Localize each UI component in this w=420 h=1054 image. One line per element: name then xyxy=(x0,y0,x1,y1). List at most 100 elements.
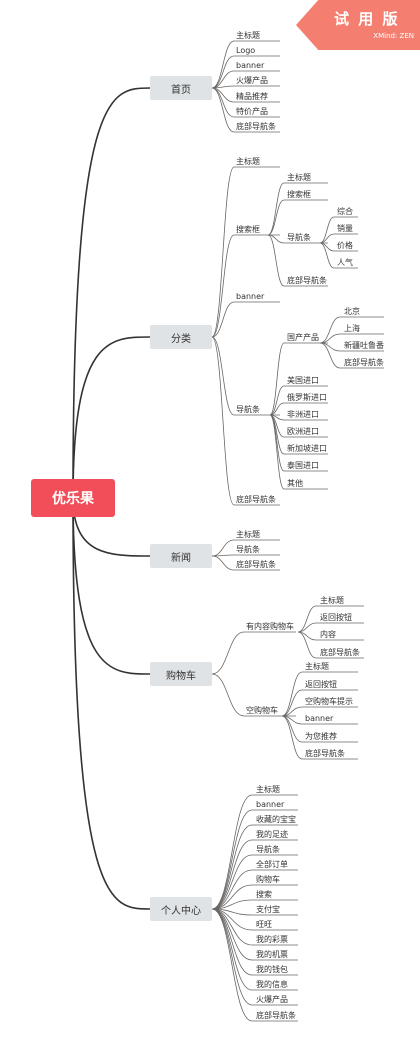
connector-line xyxy=(211,336,235,506)
home-item[interactable]: 精品推荐 xyxy=(236,92,268,101)
connector-line xyxy=(297,631,317,659)
connector-line xyxy=(211,234,235,338)
root-topic[interactable]: 优乐果 xyxy=(31,479,115,517)
trial-version-badge: 试 用 版 XMind: ZEN xyxy=(296,0,420,50)
domestic-products[interactable]: 国产产品 xyxy=(287,333,319,342)
profile-item[interactable]: 收藏的宝宝 xyxy=(256,815,296,824)
import-item[interactable]: 美国进口 xyxy=(287,376,319,385)
connector-line xyxy=(211,55,235,89)
connector-line xyxy=(281,706,303,717)
connector-line xyxy=(267,234,285,287)
connector-line xyxy=(269,414,285,472)
topic-profile[interactable]: 个人中心 xyxy=(150,897,212,921)
connector-line xyxy=(211,87,235,133)
category-title[interactable]: 主标题 xyxy=(236,157,260,166)
empty-cart-item[interactable]: 空购物车提示 xyxy=(305,697,353,706)
connector-line xyxy=(269,414,285,490)
profile-item[interactable]: 火爆产品 xyxy=(256,995,288,1004)
connector-line xyxy=(281,671,303,717)
profile-item[interactable]: 我的彩票 xyxy=(256,935,288,944)
news-item[interactable]: 底部导航条 xyxy=(236,560,276,569)
connector-line xyxy=(211,555,235,571)
connector-line xyxy=(211,908,253,961)
news-item[interactable]: 主标题 xyxy=(236,530,260,539)
region-item[interactable]: 新疆吐鲁番 xyxy=(344,341,384,350)
empty-cart-item[interactable]: 返回按钮 xyxy=(305,680,337,689)
category-bottom-nav[interactable]: 底部导航条 xyxy=(236,495,276,504)
connector-line xyxy=(211,884,253,910)
connector-line xyxy=(211,301,235,338)
profile-item[interactable]: 全部订单 xyxy=(256,860,288,869)
profile-item[interactable]: 主标题 xyxy=(256,785,280,794)
sort-item[interactable]: 综合 xyxy=(337,207,353,216)
empty-cart-item[interactable]: 主标题 xyxy=(305,662,329,671)
cart-item[interactable]: 底部导航条 xyxy=(320,648,360,657)
search-box[interactable]: 搜索框 xyxy=(287,190,311,199)
cart-with-content[interactable]: 有内容购物车 xyxy=(246,622,294,631)
topic-home[interactable]: 首页 xyxy=(150,76,212,100)
empty-cart-item[interactable]: 为您推荐 xyxy=(305,732,337,741)
profile-item[interactable]: 导航条 xyxy=(256,845,280,854)
connector-line xyxy=(319,316,341,344)
import-item[interactable]: 泰国进口 xyxy=(287,461,319,470)
home-item[interactable]: Logo xyxy=(236,46,256,55)
search-bottom-nav[interactable]: 底部导航条 xyxy=(287,276,327,285)
category-banner[interactable]: banner xyxy=(236,292,265,301)
profile-item[interactable]: 我的钱包 xyxy=(256,965,288,974)
connector-line xyxy=(72,497,151,910)
search-nav[interactable]: 导航条 xyxy=(287,233,311,242)
profile-item[interactable]: 搜索 xyxy=(256,890,272,899)
connector-line xyxy=(319,233,335,244)
badge-subtitle: XMind: ZEN xyxy=(373,32,414,40)
connector-line xyxy=(267,234,285,244)
connector-line xyxy=(211,673,245,717)
home-item[interactable]: 火爆产品 xyxy=(236,76,268,85)
home-item[interactable]: 底部导航条 xyxy=(236,122,276,131)
profile-item[interactable]: 购物车 xyxy=(256,875,280,884)
category-nav[interactable]: 导航条 xyxy=(236,405,260,414)
sort-item[interactable]: 价格 xyxy=(337,241,353,250)
import-item[interactable]: 新加坡进口 xyxy=(287,444,327,453)
topic-category[interactable]: 分类 xyxy=(150,325,212,349)
profile-item[interactable]: 旺旺 xyxy=(256,920,272,929)
topic-cart[interactable]: 购物车 xyxy=(150,662,212,686)
empty-cart-item[interactable]: 底部导航条 xyxy=(305,749,345,758)
cart-item[interactable]: 主标题 xyxy=(320,596,344,605)
home-item[interactable]: banner xyxy=(236,61,265,70)
connector-line xyxy=(211,908,253,1022)
connector-line xyxy=(281,715,303,760)
cart-item[interactable]: 返回按钮 xyxy=(320,613,352,622)
connector-line xyxy=(211,839,253,910)
cart-empty[interactable]: 空购物车 xyxy=(246,706,278,715)
profile-item[interactable]: 我的机票 xyxy=(256,950,288,959)
profile-item[interactable]: 底部导航条 xyxy=(256,1011,296,1020)
import-item[interactable]: 其他 xyxy=(287,479,303,488)
sort-item[interactable]: 销量 xyxy=(337,224,353,233)
news-item[interactable]: 导航条 xyxy=(236,545,260,554)
region-item[interactable]: 北京 xyxy=(344,307,360,316)
profile-item[interactable]: banner xyxy=(256,800,285,809)
profile-item[interactable]: 我的信息 xyxy=(256,980,288,989)
connector-line xyxy=(211,824,253,910)
profile-item[interactable]: 我的足迹 xyxy=(256,830,288,839)
connector-line xyxy=(297,622,317,633)
topic-news[interactable]: 新闻 xyxy=(150,544,212,568)
home-item[interactable]: 主标题 xyxy=(236,31,260,40)
region-item[interactable]: 底部导航条 xyxy=(344,358,384,367)
import-item[interactable]: 非洲进口 xyxy=(287,410,319,419)
connector-line xyxy=(211,87,235,118)
category-search[interactable]: 搜索框 xyxy=(236,225,260,234)
import-item[interactable]: 欧洲进口 xyxy=(287,427,319,436)
sort-item[interactable]: 人气 xyxy=(337,258,353,267)
empty-cart-item[interactable]: banner xyxy=(305,714,334,723)
import-item[interactable]: 俄罗斯进口 xyxy=(287,393,327,402)
search-title[interactable]: 主标题 xyxy=(287,173,311,182)
connector-line xyxy=(72,336,151,499)
cart-item[interactable]: 内容 xyxy=(320,630,336,639)
region-item[interactable]: 上海 xyxy=(344,324,360,333)
connector-line xyxy=(211,539,235,557)
home-item[interactable]: 特价产品 xyxy=(236,107,268,116)
profile-item[interactable]: 支付宝 xyxy=(256,905,280,914)
connector-line xyxy=(211,166,235,338)
